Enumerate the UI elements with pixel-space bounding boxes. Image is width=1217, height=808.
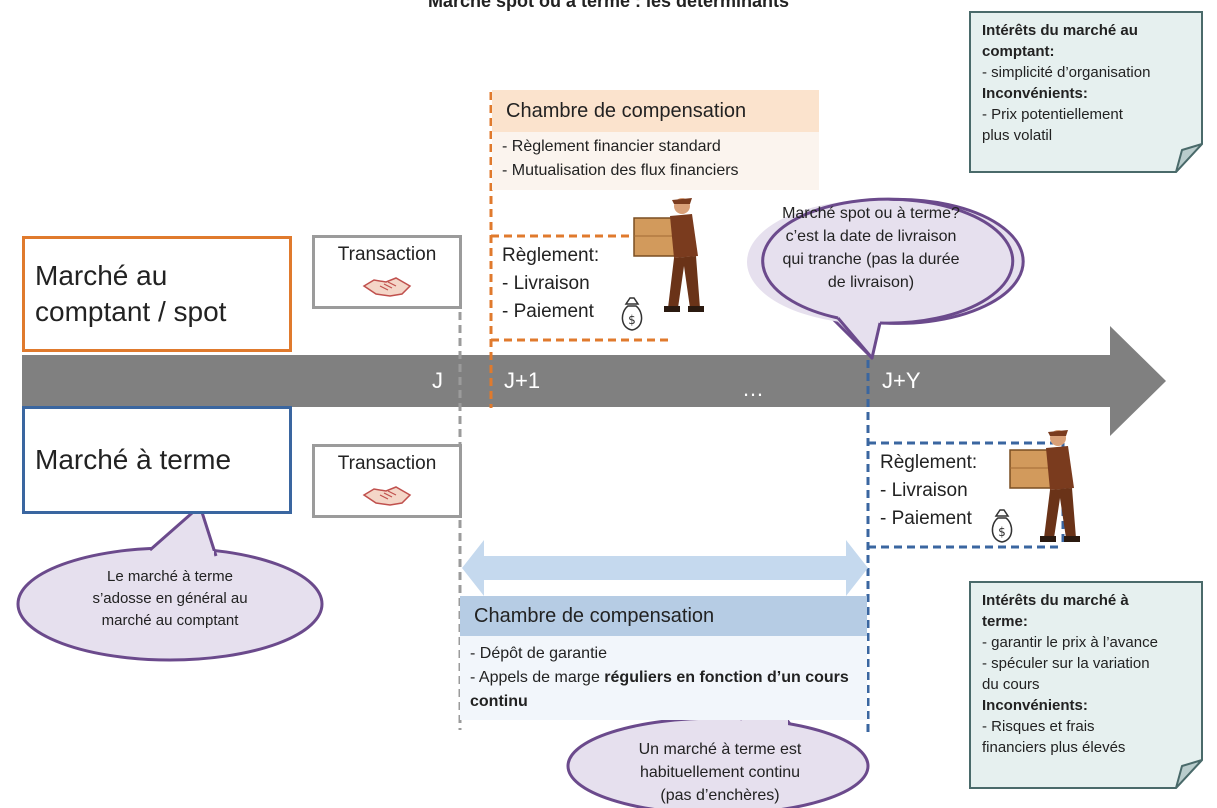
note-spot: Intérêts du marché au comptant: - simpli… (970, 12, 1202, 172)
svg-text:$: $ (628, 313, 636, 327)
note-heading: Intérêts du marché au (982, 22, 1138, 39)
bubble-line: Le marché à terme (107, 568, 233, 585)
handshake-icon (362, 486, 412, 506)
note-item: - Prix potentiellement (982, 106, 1123, 123)
bubble-term-backed-text: Le marché à terme s’adosse en général au… (40, 566, 300, 632)
handshake-icon (362, 277, 412, 297)
clearing-bottom-heading: Chambre de compensation (460, 596, 867, 636)
bubble-line: s’adosse en général au (92, 590, 248, 607)
market-spot-label-line2: comptant / spot (35, 296, 227, 327)
market-term-label: Marché à terme (35, 444, 232, 475)
note-item: - garantir le prix à l’avance (982, 634, 1158, 651)
settlement-term: Règlement: - Livraison - Paiement (868, 443, 1063, 547)
settlement-title: Règlement: (880, 452, 978, 473)
duration-double-arrow (462, 540, 868, 596)
bubble-line: Marché spot ou à terme? (782, 205, 960, 222)
clearing-top-item: - Règlement financier standard (502, 138, 721, 155)
note-cons-heading: Inconvénients: (982, 85, 1088, 102)
note-item: financiers plus élevés (982, 739, 1126, 756)
bubble-line: de livraison) (827, 274, 915, 291)
bubble-line: qui tranche (pas la durée (782, 251, 960, 268)
bubble-line: c’est la date de livraison (785, 228, 957, 245)
transaction-label: Transaction (337, 244, 437, 265)
note-item: du cours (982, 676, 1040, 693)
market-spot-label-line1: Marché au (35, 260, 168, 291)
note-item: - Risques et frais (982, 718, 1095, 735)
transaction-term-box: Transaction (312, 444, 462, 518)
transaction-label: Transaction (337, 453, 437, 474)
bubble-spot-vs-term-text: Marché spot ou à terme? c’est la date de… (746, 202, 996, 294)
bubble-line: marché au comptant (101, 612, 239, 629)
settlement-spot: Règlement: - Livraison - Paiement (492, 236, 672, 342)
timeline-label-j1: J+1 (504, 368, 541, 393)
settlement-delivery: - Livraison (502, 273, 590, 294)
money-bag-icon: $ (991, 509, 1013, 543)
clearing-top-item: - Mutualisation des flux financiers (502, 162, 739, 179)
note-heading: comptant: (982, 43, 1055, 60)
note-item: - spéculer sur la variation (982, 655, 1150, 672)
svg-text:$: $ (998, 525, 1006, 539)
bubble-term-continuous-text: Un marché à terme est habituellement con… (600, 738, 840, 807)
margin-call-bold-text: réguliers en fonction d’un cours continu (470, 669, 849, 710)
settlement-delivery: - Livraison (880, 480, 968, 501)
market-term-box: Marché à terme (22, 406, 292, 514)
timeline-label-dots: … (742, 376, 764, 401)
bubble-line: habituellement continu (639, 764, 801, 781)
bubble-line: (pas d’enchères) (660, 787, 780, 804)
timeline-label-j: J (432, 368, 443, 393)
note-term: Intérêts du marché à terme: - garantir l… (970, 582, 1202, 788)
note-heading: terme: (982, 613, 1028, 630)
clearing-top-heading: Chambre de compensation (492, 90, 819, 132)
diagram-title: Marché spot ou à terme : les déterminant… (427, 0, 790, 11)
note-item: - simplicité d’organisation (982, 64, 1151, 81)
bubble-line: Un marché à terme est (638, 741, 802, 758)
settlement-title: Règlement: (502, 245, 600, 266)
margin-call-text: - Appels de marge (470, 669, 605, 686)
clearing-bottom-item: - Dépôt de garantie (470, 645, 607, 662)
settlement-payment: - Paiement (502, 301, 594, 322)
clearing-bottom-body: - Dépôt de garantie - Appels de marge ré… (460, 636, 867, 720)
note-item: plus volatil (982, 127, 1053, 144)
timeline-arrow (22, 326, 1166, 436)
note-cons-heading: Inconvénients: (982, 697, 1088, 714)
delivery-man-icon (633, 198, 704, 312)
money-bag-icon: $ (621, 297, 643, 331)
market-spot-box: Marché au comptant / spot (22, 236, 292, 352)
delivery-man-icon (1009, 430, 1080, 542)
note-heading: Intérêts du marché à (982, 592, 1129, 609)
clearing-top-body: - Règlement financier standard - Mutuali… (492, 132, 819, 190)
clearing-bottom-item: - Appels de marge réguliers en fonction … (470, 666, 857, 714)
settlement-payment: - Paiement (880, 508, 972, 529)
timeline-label-jy: J+Y (882, 368, 921, 393)
transaction-spot-box: Transaction (312, 235, 462, 309)
